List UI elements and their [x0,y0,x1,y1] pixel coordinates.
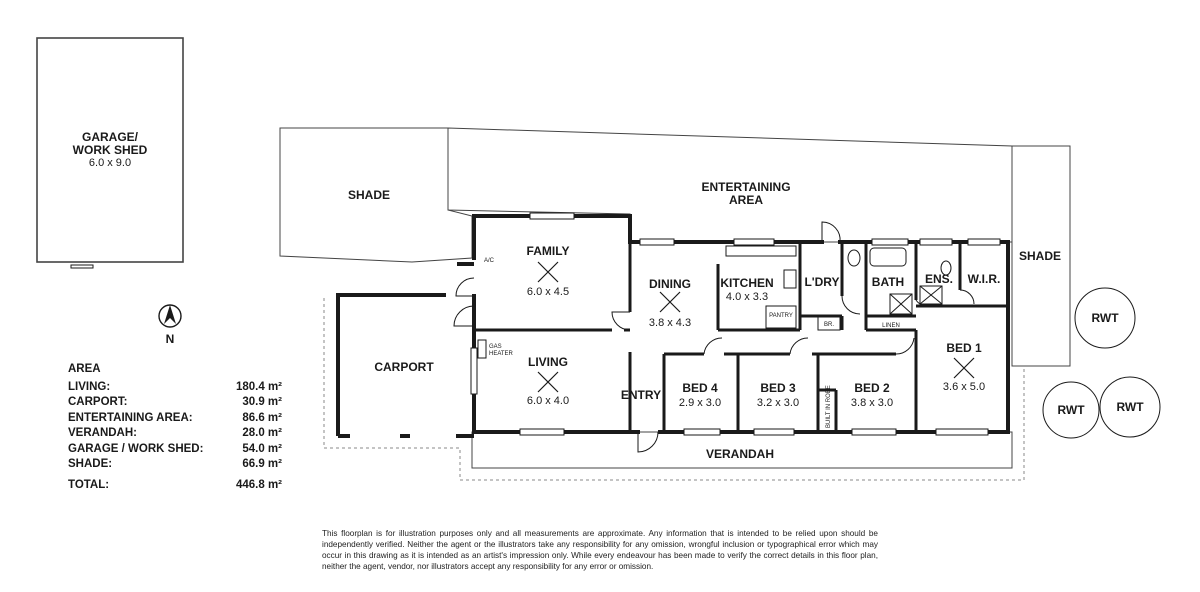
bed2-dims: 3.8 x 3.0 [851,397,893,409]
broom-cupboard [817,315,841,331]
bed3-dims: 3.2 x 3.0 [757,397,799,409]
entry-label: ENTRY [621,388,661,402]
gas-heater-label-line2: HEATER [489,351,514,357]
family-dims: 6.0 x 4.5 [527,286,569,298]
bed4-label: BED 4 [682,381,718,395]
area-row: CARPORT:30.9 m² [68,396,282,408]
gas-heater [477,339,487,359]
area-row: SHADE:66.9 m² [68,458,282,470]
bed4-dims: 2.9 x 3.0 [679,397,721,409]
doors [453,221,975,453]
dining-dims: 3.8 x 4.3 [649,317,691,329]
kitchen-bench [725,245,797,257]
toilet [940,260,952,276]
fixture-labels: A/C GAS HEATER PANTRY BR. LINEN BUILT IN… [484,258,900,428]
entertaining-label: ENTERTAINING [701,180,790,194]
ensuite-label: ENS. [925,272,953,286]
bath-label: BATH [872,275,904,289]
bed1-fan-icon [953,357,975,379]
built-in-robe-label: BUILT IN ROBE [826,385,832,428]
family-label: FAMILY [527,244,570,258]
rwt-tank-2 [1042,381,1100,439]
dining-fan-icon [659,291,681,313]
rainwater-tanks [1042,287,1161,439]
living-label: LIVING [528,355,568,369]
rwt-label-3: RWT [1116,400,1144,414]
garage-outline [36,37,184,263]
rwt-tank-1 [1074,287,1136,349]
living-dims: 6.0 x 4.0 [527,395,569,407]
bathtub [869,247,907,267]
north-compass: N [158,304,182,346]
carport-structure [336,262,474,438]
laundry-tub [847,249,861,267]
ensuite-shower [919,285,943,305]
living-fan-icon [537,371,559,393]
carport-label: CARPORT [374,360,434,374]
bed1-dims: 3.6 x 5.0 [943,381,985,393]
rwt-label-1: RWT [1091,311,1119,325]
linen-label: LINEN [882,323,900,329]
area-row: LIVING:180.4 m² [68,380,282,393]
shade-right-label: SHADE [1019,249,1061,263]
entertaining-label-line2: AREA [729,193,763,207]
verandah-label: VERANDAH [706,447,774,461]
pantry-label: PANTRY [769,313,793,319]
ceiling-fans [537,261,975,393]
gas-heater-label: GAS [489,344,502,350]
bed3-label: BED 3 [760,381,796,395]
garage-dims: 6.0 x 9.0 [89,157,131,169]
area-title: AREA [68,363,101,375]
area-schedule: AREA LIVING:180.4 m² CARPORT:30.9 m² ENT… [68,362,282,493]
shower [889,293,913,315]
disclaimer-text: This floorplan is for illustration purpo… [322,529,878,571]
compass-arrow-icon [164,305,176,324]
laundry-label: L'DRY [804,275,839,289]
pantry [765,305,797,329]
area-row: VERANDAH:28.0 m² [68,427,282,439]
area-row: ENTERTAINING AREA:86.6 m² [68,411,282,424]
ac-label: A/C [484,258,495,264]
broom-label: BR. [824,322,834,328]
stove [783,269,797,289]
bed2-label: BED 2 [854,381,890,395]
family-fan-icon [537,261,559,283]
fixtures [477,245,952,359]
rwt-label-2: RWT [1057,403,1085,417]
bed1-label: BED 1 [946,341,982,355]
windows [70,212,1001,436]
area-total-row: TOTAL:446.8 m² [68,478,282,491]
dining-label: DINING [649,277,691,291]
garage-label: GARAGE/ [82,130,139,144]
area-row: GARAGE / WORK SHED:54.0 m² [68,442,282,455]
wir-label: W.I.R. [968,272,1001,286]
shade-right-outline [1011,145,1071,367]
kitchen-label: KITCHEN [720,276,773,290]
garage-label-line2: WORK SHED [73,143,148,157]
compass-label: N [166,332,175,346]
shade-left-label: SHADE [348,188,390,202]
room-labels: GARAGE/ WORK SHED 6.0 x 9.0 SHADE ENTERT… [73,130,1061,461]
rwt-tank-3 [1099,376,1161,438]
dashed-boundaries [323,298,1025,481]
tank-labels: RWT RWT RWT [1057,311,1144,417]
kitchen-dims: 4.0 x 3.3 [726,291,768,303]
